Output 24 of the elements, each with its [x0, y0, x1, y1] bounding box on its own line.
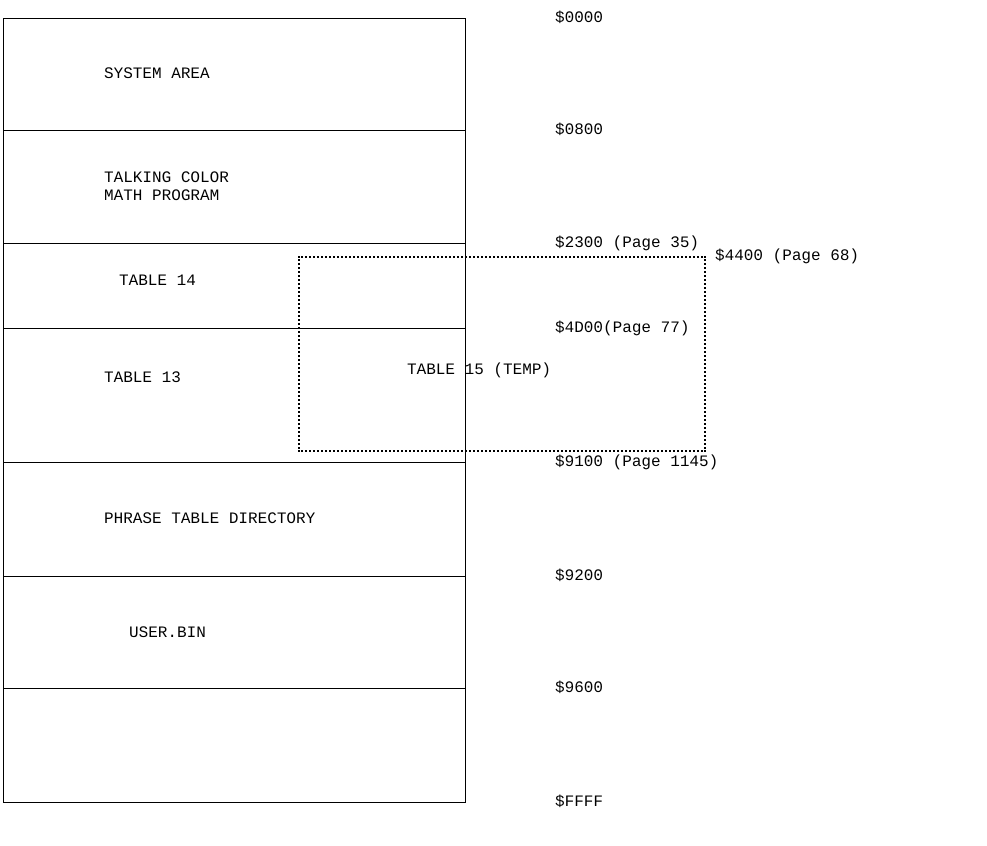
dotted-memory-region	[298, 256, 706, 452]
region-label: TABLE 13	[104, 369, 181, 387]
address-label: $2300 (Page 35)	[555, 234, 700, 252]
memory-block	[3, 576, 466, 689]
region-label: SYSTEM AREA	[104, 65, 210, 83]
address-label: $0000	[555, 9, 604, 27]
address-label: $9100 (Page 1145)	[555, 453, 718, 471]
address-label: $4D00(Page 77)	[555, 319, 690, 337]
address-label: $9200	[555, 567, 604, 585]
address-label: $9600	[555, 679, 604, 697]
memory-block	[3, 462, 466, 577]
address-label: $4400 (Page 68)	[715, 247, 860, 265]
address-label: $FFFF	[555, 793, 604, 811]
memory-block	[3, 130, 466, 244]
memory-block	[3, 243, 466, 329]
memory-block	[3, 688, 466, 803]
region-label: TABLE 15 (TEMP)	[407, 361, 552, 379]
memory-block	[3, 328, 466, 463]
address-label: $0800	[555, 121, 604, 139]
region-label: PHRASE TABLE DIRECTORY	[104, 510, 316, 528]
region-label: USER.BIN	[129, 624, 206, 642]
memory-block	[3, 18, 466, 131]
region-label: TALKING COLOR MATH PROGRAM	[104, 169, 230, 205]
region-label: TABLE 14	[119, 272, 196, 290]
